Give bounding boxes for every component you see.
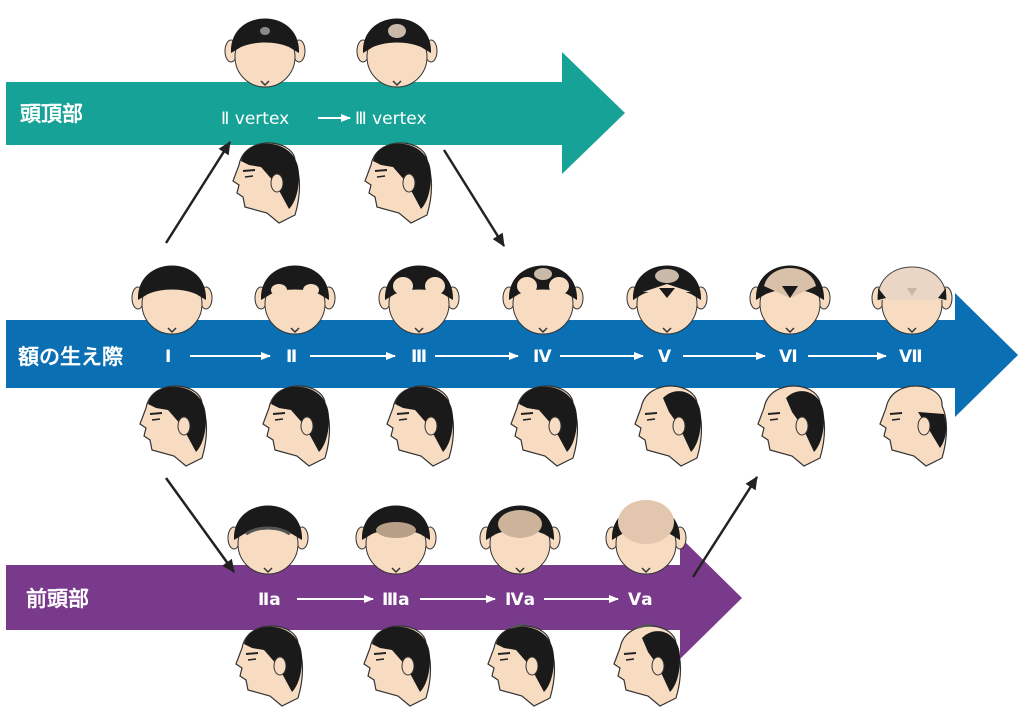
side-head-f4 bbox=[487, 623, 556, 707]
side-head-h4 bbox=[510, 385, 579, 467]
stage-label-h2: Ⅱ bbox=[286, 347, 297, 367]
top-head-h7 bbox=[871, 266, 953, 335]
side-head-v3 bbox=[364, 142, 433, 224]
top-head-v3 bbox=[356, 18, 438, 88]
side-head-f2 bbox=[235, 625, 304, 707]
side-head-f3 bbox=[363, 625, 432, 707]
side-head-h3 bbox=[386, 385, 455, 467]
stage-label-f2: Ⅱa bbox=[258, 590, 281, 610]
branch-arrows bbox=[164, 141, 759, 578]
top-head-h3 bbox=[378, 265, 460, 335]
frontal-band-label: 前頭部 bbox=[26, 587, 89, 611]
side-head-h6 bbox=[757, 385, 826, 467]
stage-label-h1: Ⅰ bbox=[165, 347, 171, 367]
stage-label-h3: Ⅲ bbox=[411, 347, 427, 367]
progression-arrows bbox=[190, 114, 887, 603]
stage-label-f3: Ⅲa bbox=[382, 590, 410, 610]
frontal-band-arrow bbox=[6, 537, 742, 659]
vertex-band-arrow bbox=[6, 52, 625, 174]
side-head-h1 bbox=[139, 385, 208, 467]
top-head-f3 bbox=[355, 505, 437, 575]
stage-label-v2: Ⅱ vertex bbox=[221, 109, 289, 129]
top-head-f5 bbox=[605, 500, 687, 575]
side-head-h2 bbox=[262, 385, 331, 467]
top-head-h2 bbox=[254, 265, 336, 335]
top-head-h5 bbox=[626, 265, 708, 335]
top-head-v2 bbox=[224, 18, 306, 88]
stage-label-h4: Ⅳ bbox=[533, 347, 552, 367]
top-head-h1 bbox=[131, 265, 213, 335]
top-head-f2 bbox=[227, 505, 309, 575]
stage-label-h7: Ⅶ bbox=[899, 347, 923, 367]
hairline-band-label: 額の生え際 bbox=[17, 345, 124, 369]
side-head-h7 bbox=[879, 385, 948, 467]
side-head-h5 bbox=[634, 385, 703, 467]
stage-label-v3: Ⅲ vertex bbox=[355, 109, 427, 129]
top-head-h4 bbox=[502, 265, 584, 335]
stage-label-h5: Ⅴ bbox=[658, 347, 672, 367]
stage-label-h6: Ⅵ bbox=[779, 347, 798, 367]
side-head-f5 bbox=[613, 623, 682, 707]
stage-label-f5: Ⅴa bbox=[628, 590, 653, 610]
head-illustrations bbox=[131, 18, 953, 707]
side-head-v2 bbox=[232, 142, 301, 224]
top-head-h6 bbox=[749, 265, 831, 335]
top-head-f4 bbox=[479, 505, 561, 575]
stage-label-f4: Ⅳa bbox=[505, 590, 535, 610]
vertex-band-label: 頭頂部 bbox=[20, 102, 83, 126]
